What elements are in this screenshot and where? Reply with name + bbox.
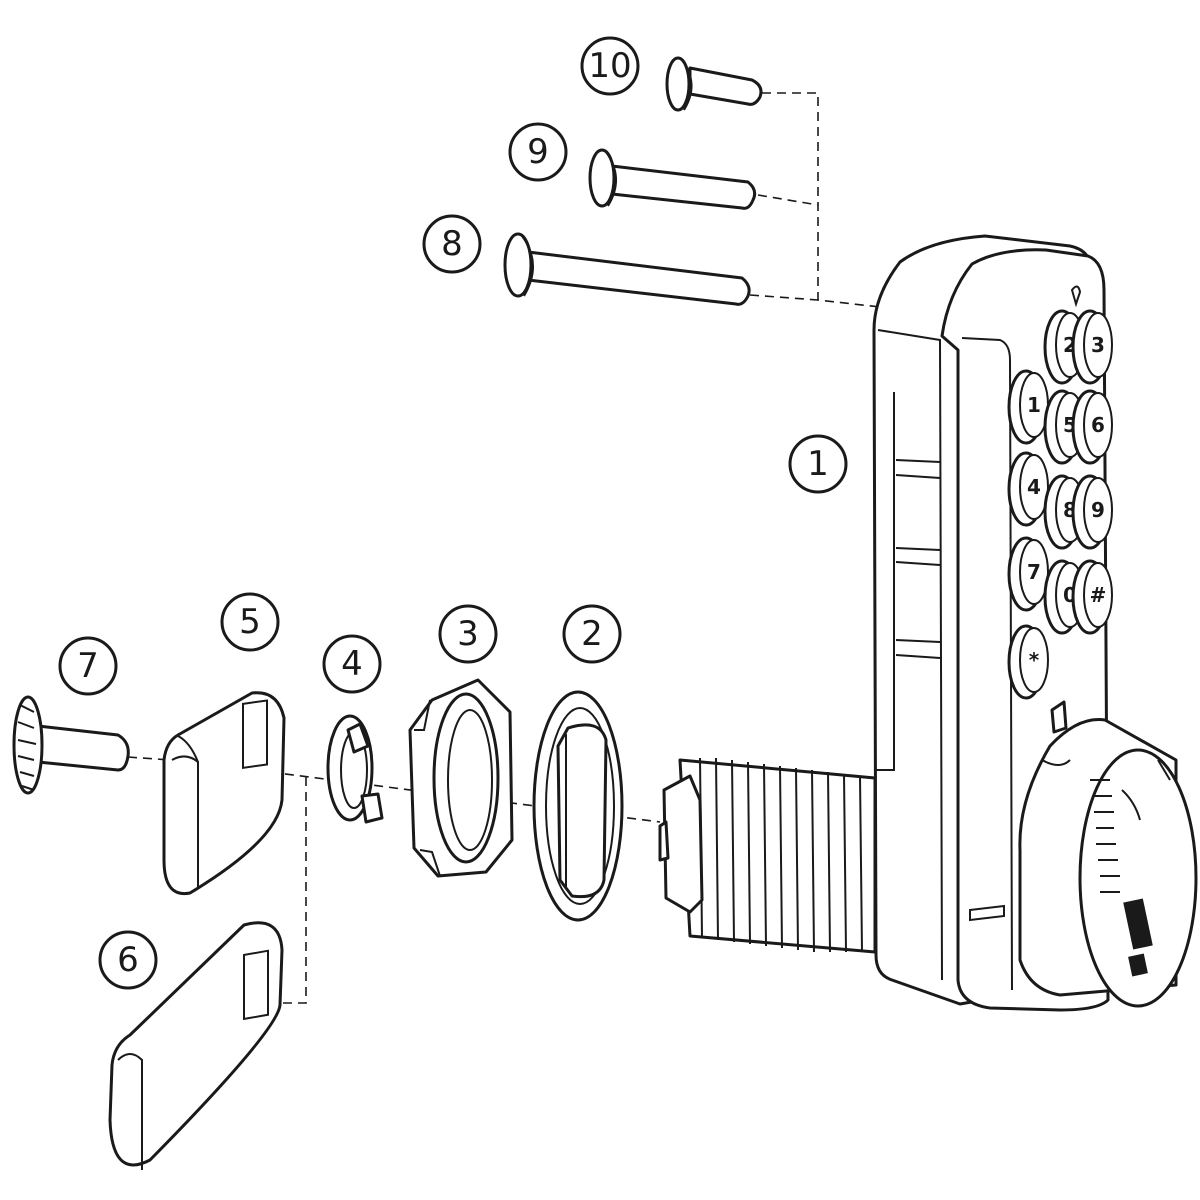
part-6-long-cam bbox=[108, 921, 284, 1170]
callout-2: 2 bbox=[562, 604, 622, 664]
callouts: 1 2 3 4 5 6 7 8 bbox=[58, 36, 848, 990]
keypad-key-9: 9 bbox=[1071, 474, 1113, 550]
keypad-key-5: 5 bbox=[1043, 389, 1085, 465]
keypad-key-7: 7 bbox=[1007, 536, 1049, 612]
callout-10: 10 bbox=[580, 36, 640, 96]
part-8-long-screw bbox=[503, 232, 751, 306]
part-10-short-screw bbox=[665, 56, 763, 112]
keypad-key-hash: # bbox=[1071, 559, 1113, 635]
part-4-clip bbox=[326, 714, 384, 824]
part-1-keypad-lock-body bbox=[658, 234, 1198, 1012]
keypad-key-label: * bbox=[1029, 648, 1040, 672]
keypad-key-label: 4 bbox=[1027, 475, 1041, 499]
keypad-key-label: 3 bbox=[1091, 333, 1105, 357]
part-9-medium-screw bbox=[588, 148, 757, 210]
keypad-key-3: 3 bbox=[1071, 309, 1113, 385]
callout-1-label: 1 bbox=[807, 444, 829, 484]
keypad-key-1: 1 bbox=[1007, 369, 1049, 445]
callout-8: 8 bbox=[422, 214, 482, 274]
keypad-key-4: 4 bbox=[1007, 451, 1049, 527]
callout-4: 4 bbox=[322, 634, 382, 694]
callout-5-label: 5 bbox=[239, 602, 261, 642]
keypad-key-label: 9 bbox=[1091, 498, 1105, 522]
part-2-washer bbox=[532, 690, 624, 922]
part-7-bolt bbox=[12, 695, 130, 795]
keypad-key-label: 1 bbox=[1027, 393, 1041, 417]
keypad-key-label: 6 bbox=[1091, 413, 1105, 437]
callout-3-label: 3 bbox=[457, 614, 479, 654]
callout-4-label: 4 bbox=[341, 644, 363, 684]
callout-7: 7 bbox=[58, 636, 118, 696]
callout-3: 3 bbox=[438, 604, 498, 664]
callout-6: 6 bbox=[98, 930, 158, 990]
keypad-key-label: # bbox=[1090, 583, 1107, 607]
callout-5: 5 bbox=[220, 592, 280, 652]
part-5-short-cam bbox=[162, 691, 286, 896]
keypad-key-label: 7 bbox=[1027, 560, 1041, 584]
keypad-key-star: * bbox=[1007, 624, 1049, 700]
callout-9: 9 bbox=[508, 122, 568, 182]
callout-6-label: 6 bbox=[117, 940, 139, 980]
callout-1: 1 bbox=[788, 434, 848, 494]
callout-10-label: 10 bbox=[588, 46, 631, 86]
keypad-key-6: 6 bbox=[1071, 389, 1113, 465]
part-3-hex-nut bbox=[408, 678, 514, 878]
callout-8-label: 8 bbox=[441, 224, 463, 264]
callout-9-label: 9 bbox=[527, 132, 549, 172]
callout-2-label: 2 bbox=[581, 614, 603, 654]
callout-7-label: 7 bbox=[77, 646, 99, 686]
